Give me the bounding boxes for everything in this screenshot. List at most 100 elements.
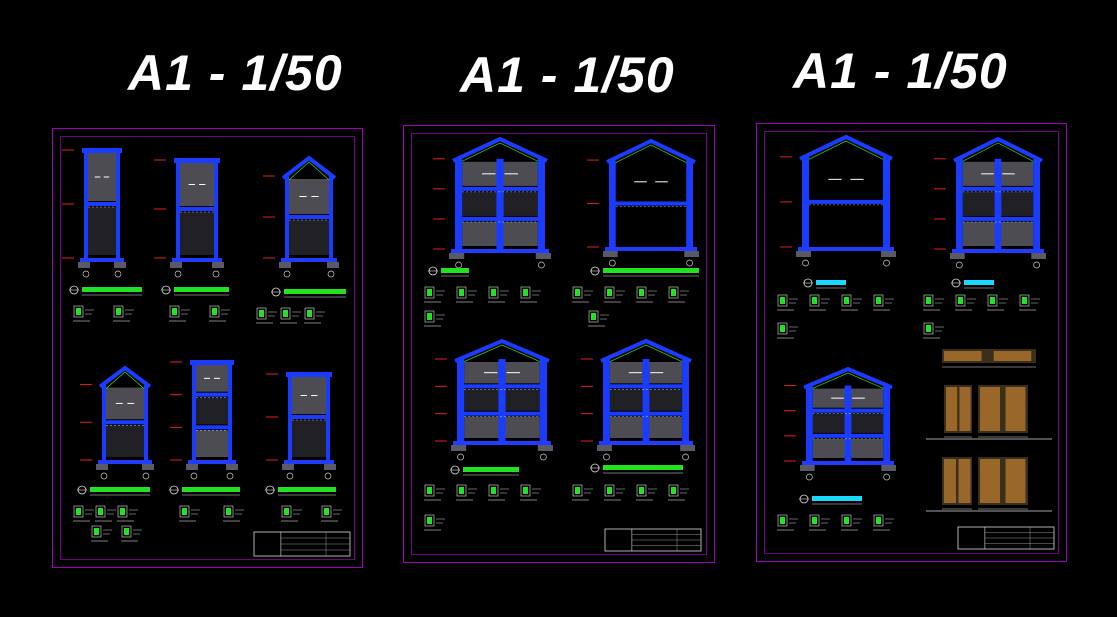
section-detail [636,484,647,497]
grade-beam [172,258,222,262]
grade-beam [284,460,334,464]
footing [186,464,198,470]
floor-beam [806,433,890,438]
roof-detail [805,140,887,162]
section-detail [668,286,679,299]
section-detail [223,505,234,518]
section-detail [588,310,599,323]
detail-block-fill [944,351,982,361]
footing [226,464,238,470]
section-detail-core [283,310,288,317]
column [496,158,504,249]
detail-block-fill [980,459,1000,503]
frame-title-bar [812,496,862,501]
grid-bubble [286,472,294,480]
roof-beam [454,338,550,363]
floor-beam [802,199,890,204]
grid-bubble [540,453,547,461]
frame-title-bar [603,268,699,273]
section-detail [73,305,84,318]
footing [880,251,896,257]
sheet-inner-border [60,136,355,560]
section-detail-core [212,308,217,315]
section-detail-core [639,289,644,296]
detail-block-fill [946,387,958,431]
section-detail [572,484,583,497]
section-detail-core [780,325,785,332]
roof-beam [452,136,548,163]
grid-bubble [682,453,689,461]
section-detail [304,307,315,320]
column [806,385,813,461]
detail-block-fill [993,351,1032,361]
grade-beam [281,258,337,262]
detail-block-fill [944,459,956,503]
footing [327,262,339,268]
section-detail-core [120,508,125,515]
floor-beam [192,392,232,397]
grid-bubble [226,472,234,480]
section-detail-core [876,297,881,304]
frame-title-bar [964,280,994,285]
grade-beam [80,258,124,262]
footing [78,262,90,268]
grid-bubble [142,472,150,480]
sheet-2-drawing [403,125,715,563]
roof-detail [105,371,145,389]
section-detail [809,294,820,307]
footing [449,253,465,259]
grid-bubble [883,259,890,267]
section-detail [1019,294,1030,307]
footing [142,464,154,470]
section-detail-core [639,487,644,494]
roof-beam [600,338,692,363]
section-detail-core [491,289,496,296]
section-detail-core [94,528,99,535]
grid-bubble [114,270,122,278]
wall-hatch [180,163,214,206]
frame-title-bar [441,268,469,273]
column [1033,158,1040,249]
section-detail [636,286,647,299]
footing [881,465,896,471]
footing [535,253,551,259]
column [603,359,610,441]
frame-title-bar [278,487,336,492]
grade-beam [599,441,693,445]
section-detail [95,505,106,518]
footing [597,445,612,451]
section-detail-core [575,487,580,494]
grid-bubble [1033,261,1040,269]
section-detail-core [259,310,264,317]
section-detail [488,286,499,299]
sheet-border [403,125,715,563]
grade-beam [798,247,894,251]
section-detail-core [226,508,231,515]
grid-bubble [686,259,693,267]
section-detail-core [671,487,676,494]
section-detail [73,505,84,518]
section-detail [809,514,820,527]
grid-bubble [883,473,890,481]
detail-block-fill [959,387,971,431]
section-detail-core [324,508,329,515]
section-detail-core [427,487,432,494]
section-detail [841,294,852,307]
section-detail-core [523,289,528,296]
footing [282,464,294,470]
section-detail-core [812,297,817,304]
section-detail [256,307,267,320]
section-detail [321,505,332,518]
section-detail [121,525,132,538]
floor-beam [176,207,218,211]
detail-block-fill [958,459,971,503]
sheet-inner-border [411,133,707,555]
section-detail [488,484,499,497]
footing [796,251,812,257]
column [956,158,963,249]
grid-bubble [806,473,813,481]
section-detail-core [76,508,81,515]
frame-title-bar [463,467,519,472]
section-detail-core [307,310,312,317]
frame-title-bar [90,487,150,492]
